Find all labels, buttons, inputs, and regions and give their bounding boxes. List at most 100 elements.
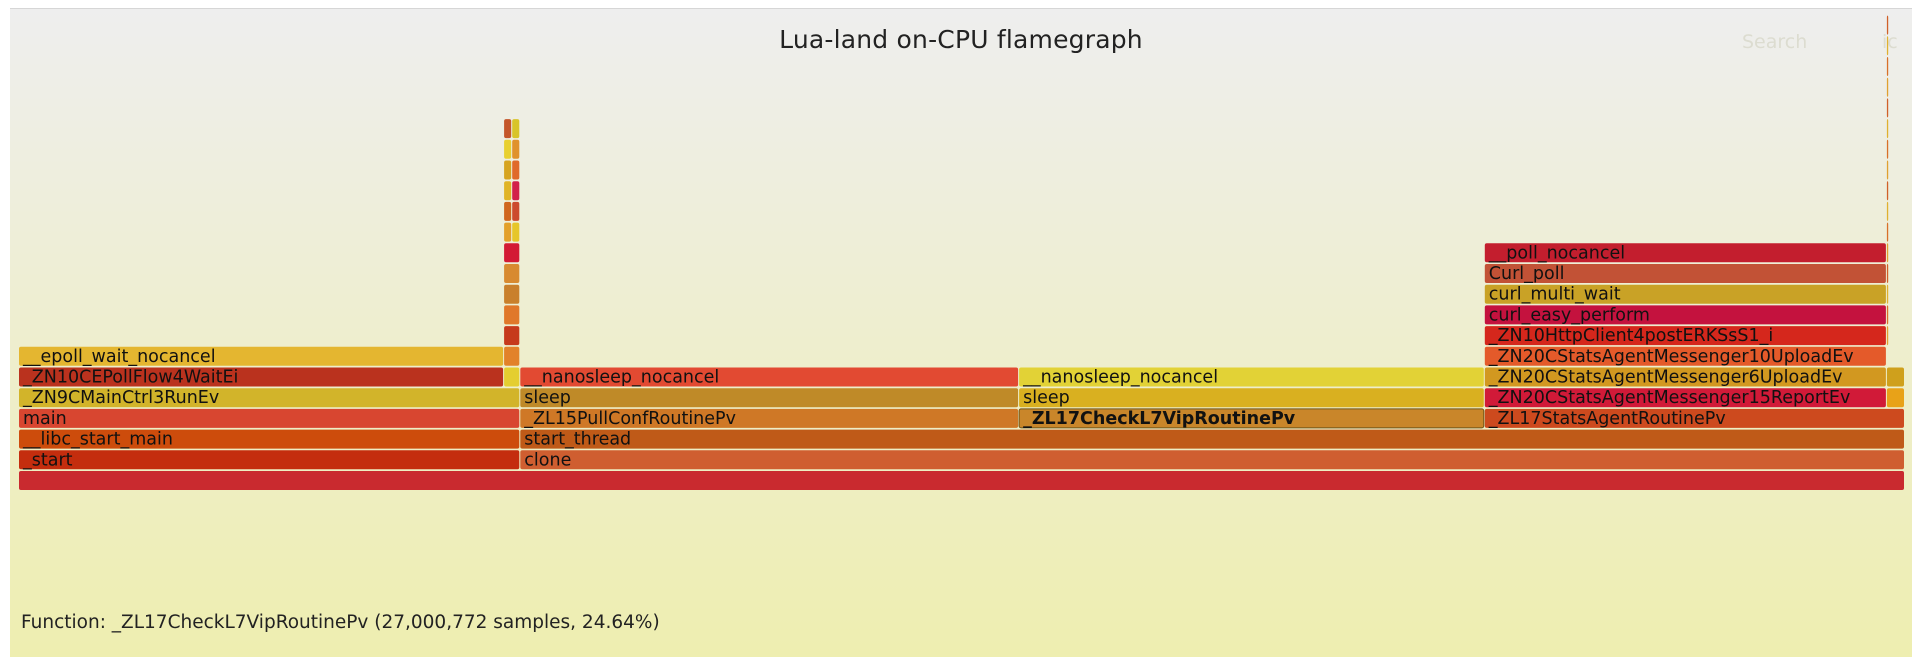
frame-rect[interactable] [1886,243,1889,263]
frame[interactable] [504,346,520,366]
frame[interactable] [512,222,520,242]
frame[interactable] [504,139,512,159]
frame[interactable] [1886,139,1889,159]
frame-nanosleep-nocancel[interactable]: __nanosleep_nocancel [520,367,1019,388]
frame[interactable] [1886,284,1889,304]
frame-rect[interactable] [520,429,1904,449]
frame-rect[interactable] [512,201,520,221]
frame-rect[interactable] [504,346,520,366]
frame[interactable] [1886,222,1889,242]
frame[interactable] [1886,160,1889,180]
frame-curl-easy-perform[interactable]: curl_easy_perform [1484,305,1886,325]
frame-rect[interactable] [1484,264,1886,283]
frame-curl-poll[interactable]: Curl_poll [1484,264,1886,284]
frame-rect[interactable] [1018,408,1485,429]
search-button[interactable]: Search [1742,31,1808,53]
frame-rect[interactable] [1484,388,1886,408]
frame-rect[interactable] [1886,15,1889,35]
frame-clone[interactable]: clone [520,450,1904,470]
frame-rect[interactable] [1886,181,1889,201]
frame[interactable] [504,305,520,325]
frame-rect[interactable] [504,367,520,387]
frame[interactable] [512,201,520,221]
frame[interactable] [512,119,520,139]
frame-rect[interactable] [19,367,504,387]
frame-rect[interactable] [1886,98,1889,118]
frame-rect[interactable] [1886,284,1889,304]
frame-rect[interactable] [1484,243,1886,263]
frame-zn20cstatsagentmessenger10uploadev[interactable]: _ZN20CStatsAgentMessenger10UploadEv [1484,346,1886,367]
frame-rect[interactable] [1886,77,1889,97]
frame-rect[interactable] [1886,119,1889,139]
frame[interactable] [504,284,520,304]
frame[interactable] [1886,77,1889,97]
frame-rect[interactable] [19,408,520,428]
frame-rect[interactable] [504,181,512,201]
frame-zn9cmainctrl3runev[interactable]: _ZN9CMainCtrl3RunEv [19,388,520,408]
frame-rect[interactable] [1886,57,1889,76]
frame-rect[interactable] [520,367,1019,387]
frame-rect[interactable] [1886,388,1904,408]
frame-rect[interactable] [512,181,520,201]
frame-zl17checkl7viproutinepv[interactable]: _ZL17CheckL7VipRoutinePv [1018,408,1485,429]
ignore-case-toggle[interactable]: ic [1882,31,1898,53]
frame-rect[interactable] [520,450,1904,470]
frame[interactable] [19,471,1904,490]
frame-zn20cstatsagentmessenger15reportev[interactable]: _ZN20CStatsAgentMessenger15ReportEv [1484,388,1886,408]
frame[interactable] [512,139,520,159]
frame-rect[interactable] [504,243,520,263]
frame-rect[interactable] [1886,139,1889,159]
frame-curl-multi-wait[interactable]: curl_multi_wait [1484,284,1886,305]
frame[interactable] [1886,305,1889,325]
frame-rect[interactable] [1484,367,1886,387]
frame-nanosleep-nocancel[interactable]: __nanosleep_nocancel [1019,367,1484,388]
frame-start-thread[interactable]: start_thread [520,429,1904,450]
frame-rect[interactable] [520,408,1019,428]
frame[interactable] [504,367,520,387]
frame-rect[interactable] [19,471,1904,490]
frame[interactable] [504,119,512,139]
frame-zn10httpclient4posterksss1-i[interactable]: _ZN10HttpClient4postERKSsS1_i [1484,326,1886,346]
frame[interactable] [512,160,520,180]
frame-start[interactable]: _start [19,450,520,470]
frame[interactable] [504,201,512,221]
frame[interactable] [504,243,520,263]
frame-zl15pullconfroutinepv[interactable]: _ZL15PullConfRoutinePv [520,408,1019,429]
frame[interactable] [1886,388,1904,408]
frame-rect[interactable] [504,160,512,180]
frame-rect[interactable] [504,139,512,159]
frame-sleep[interactable]: sleep [520,388,1019,408]
frame-rect[interactable] [1886,367,1904,387]
frame[interactable] [504,264,520,283]
frame-rect[interactable] [1484,346,1886,366]
frame[interactable] [512,181,520,201]
frame-rect[interactable] [1484,305,1886,325]
frame-rect[interactable] [504,222,512,242]
frame[interactable] [1886,367,1904,387]
frame-rect[interactable] [504,326,520,346]
frame-rect[interactable] [504,264,520,283]
frame-sleep[interactable]: sleep [1019,388,1484,408]
frame[interactable] [1886,36,1889,56]
frame[interactable] [1886,264,1889,283]
frame-rect[interactable] [520,388,1019,408]
frame-rect[interactable] [1484,284,1886,304]
frame-rect[interactable] [1886,201,1889,221]
frame[interactable] [504,326,520,346]
frame-rect[interactable] [512,139,520,159]
frame-main[interactable]: main [19,408,520,429]
frame-zn10cepollflow4waitei[interactable]: _ZN10CEPollFlow4WaitEi [19,367,504,388]
frame[interactable] [504,181,512,201]
frame-rect[interactable] [512,160,520,180]
frame-zn20cstatsagentmessenger6uploadev[interactable]: _ZN20CStatsAgentMessenger6UploadEv [1484,367,1886,388]
frame-rect[interactable] [1019,367,1484,387]
frame-poll-nocancel[interactable]: __poll_nocancel [1484,243,1886,263]
frame-rect[interactable] [1484,326,1886,346]
frame[interactable] [1886,326,1889,346]
frame-rect[interactable] [19,346,504,366]
frame-rect[interactable] [504,119,512,139]
frame-rect[interactable] [504,284,520,304]
frame-libc-start-main[interactable]: __libc_start_main [19,429,520,450]
frame[interactable] [1886,57,1889,76]
frame-rect[interactable] [1886,160,1889,180]
